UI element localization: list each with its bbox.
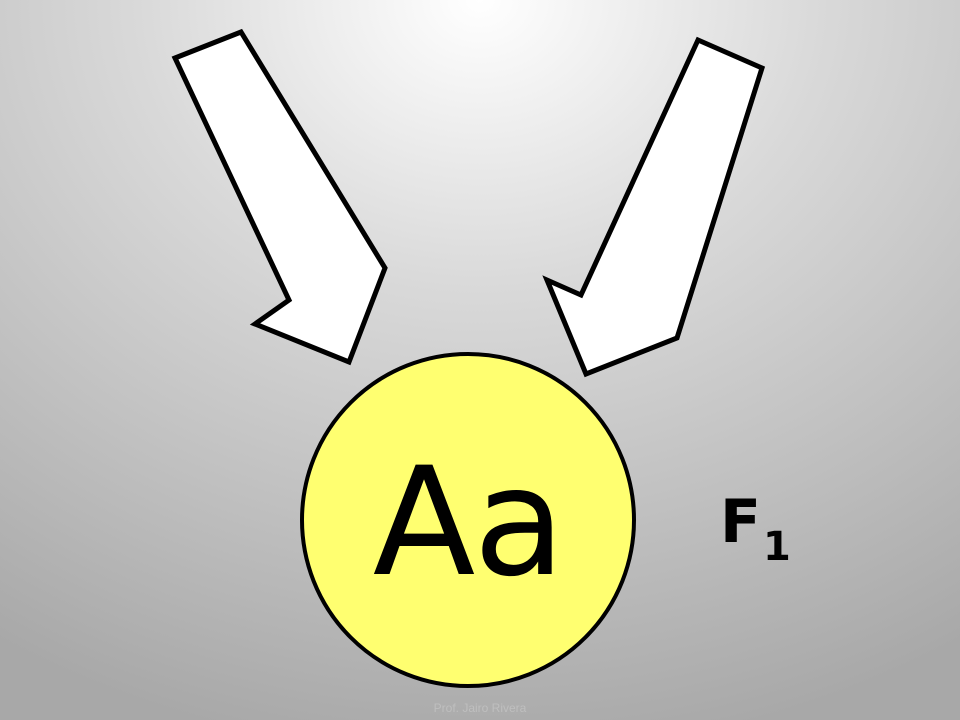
genotype-label: Aa [372, 436, 566, 610]
generation-letter: F [720, 487, 761, 557]
arrow-down-right-icon [171, 28, 388, 366]
footer-credit: Prof. Jairo Rivera [433, 701, 527, 715]
generation-label: F1 [720, 492, 791, 567]
arrow-down-left-icon [542, 36, 766, 378]
generation-subscript: 1 [763, 524, 791, 570]
genotype-circle [300, 352, 636, 688]
